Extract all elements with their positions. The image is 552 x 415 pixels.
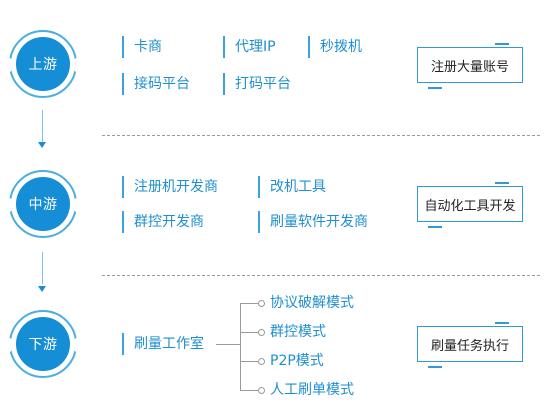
stage-circle-downstream: 下游 (2, 310, 84, 378)
upstream-item: 卡商 (122, 36, 162, 58)
midstream-item: 注册机开发商 (122, 176, 218, 198)
bullet-icon (258, 329, 265, 336)
stage-label: 上游 (28, 57, 58, 73)
upstream-item: 接码平台 (122, 73, 190, 95)
midstream-item: 改机工具 (258, 176, 326, 198)
downstream-mode: 人工刷单模式 (270, 382, 354, 398)
section-divider (102, 275, 540, 276)
downstream-mode: P2P模式 (270, 353, 324, 369)
bullet-icon (258, 300, 265, 307)
stage-tag-downstream: 刷量任务执行 (417, 326, 523, 362)
downstream-mode: 群控模式 (270, 324, 326, 340)
stage-tag-midstream: 自动化工具开发 (417, 186, 523, 222)
connector-line (42, 110, 43, 142)
stage-tag-upstream: 注册大量账号 (417, 47, 523, 83)
bullet-icon (258, 358, 265, 365)
bullet-icon (258, 387, 265, 394)
downstream-mode: 协议破解模式 (270, 295, 354, 311)
branch-connector (240, 303, 241, 391)
upstream-item: 代理IP (223, 36, 276, 58)
branch-connector (216, 344, 240, 345)
arrow-down-icon (38, 142, 46, 148)
upstream-item: 打码平台 (223, 73, 291, 95)
section-divider (102, 135, 540, 136)
downstream-source: 刷量工作室 (122, 333, 204, 355)
arrow-down-icon (38, 286, 46, 292)
midstream-item: 群控开发商 (122, 211, 204, 233)
stage-label: 中游 (28, 197, 58, 213)
stage-circle-midstream: 中游 (2, 170, 84, 238)
connector-line (42, 252, 43, 284)
midstream-item: 刷量软件开发商 (258, 211, 368, 233)
upstream-item: 秒拨机 (308, 36, 362, 58)
stage-label: 下游 (28, 337, 58, 353)
stage-circle-upstream: 上游 (2, 30, 84, 98)
